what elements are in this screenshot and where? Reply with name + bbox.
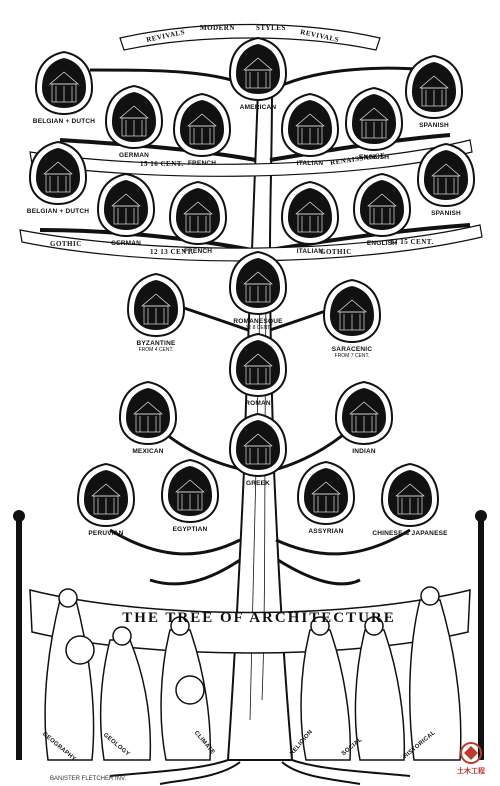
leaf-medallion-icon	[118, 380, 178, 446]
belgian-dutch-modern-leaf-label: BELGIAN + DUTCH	[32, 118, 96, 125]
italian-renaissance-leaf-label: ITALIAN	[296, 160, 324, 167]
german-gothic-leaf: GERMAN	[96, 172, 156, 247]
english-renaissance-leaf-label: ENGLISH	[358, 154, 390, 161]
spanish-gothic-leaf-label: SPANISH	[431, 210, 461, 217]
leaf-medallion-icon	[228, 332, 288, 398]
leaf-medallion-icon	[126, 272, 186, 338]
english-gothic-leaf-label: ENGLISH	[366, 240, 398, 247]
chinese-japanese-leaf-label: CHINESE & JAPANESE	[372, 530, 448, 537]
leaf-medallion-icon	[28, 140, 88, 206]
renaissance-ribbon-cent: 15 16 CENT.	[140, 160, 184, 168]
leaf-medallion-icon	[228, 250, 288, 316]
leaf-medallion-icon	[168, 180, 228, 246]
leaf-medallion-icon	[416, 142, 476, 208]
watermark-logo: 土木工程	[448, 740, 494, 780]
greek-leaf-label: GREEK	[245, 480, 271, 487]
leaf-medallion-icon	[228, 412, 288, 478]
german-gothic-leaf-label: GERMAN	[110, 240, 142, 247]
banner-styles: STYLES	[256, 24, 286, 32]
belgian-dutch-gothic-leaf-label: BELGIAN + DUTCH	[26, 208, 90, 215]
banner-modern: MODERN	[200, 24, 235, 32]
leaf-medallion-icon	[404, 54, 464, 120]
leaf-medallion-icon	[160, 458, 220, 524]
mexican-leaf-label: MEXICAN	[132, 448, 164, 455]
egyptian-leaf: EGYPTIAN	[160, 458, 220, 533]
watermark-text: 土木工程	[457, 767, 485, 775]
gothic-ribbon-left: GOTHIC	[50, 240, 82, 248]
italian-gothic-leaf: ITALIAN	[280, 180, 340, 255]
indian-leaf: INDIAN	[334, 380, 394, 455]
leaf-medallion-icon	[228, 36, 288, 102]
romanesque-leaf-label: ROMANESQUE	[233, 318, 283, 325]
gothic-ribbon-right: GOTHIC	[320, 248, 352, 256]
romanesque-leaf-century-label: 12 8 CENT	[245, 325, 271, 331]
italian-renaissance-leaf: ITALIAN	[280, 92, 340, 167]
chinese-japanese-leaf: CHINESE & JAPANESE	[372, 462, 447, 537]
gothic-ribbon-left-cent: 12 13 CENT.	[150, 248, 194, 256]
mexican-leaf: MEXICAN	[118, 380, 178, 455]
english-renaissance-leaf: ENGLISH	[344, 86, 404, 161]
belgian-dutch-modern-leaf: BELGIAN + DUTCH	[33, 50, 95, 125]
roman-leaf: ROMAN	[228, 332, 288, 407]
english-gothic-leaf: ENGLISH	[352, 172, 412, 247]
belgian-dutch-gothic-leaf: BELGIAN + DUTCH	[27, 140, 89, 215]
leaf-medallion-icon	[352, 172, 412, 238]
leaf-medallion-icon	[172, 92, 232, 158]
french-gothic-leaf-label: FRENCH	[183, 248, 213, 255]
german-renaissance-leaf-label: GERMAN	[118, 152, 150, 159]
leaf-medallion-icon	[380, 462, 440, 528]
peruvian-leaf: PERUVIAN	[76, 462, 136, 537]
assyrian-leaf: ASSYRIAN	[296, 460, 356, 535]
byzantine-leaf-century-label: FROM 4 CENT.	[138, 347, 174, 353]
title-banner: THE TREE OF ARCHITECTURE	[122, 610, 396, 626]
leaf-medallion-icon	[96, 172, 156, 238]
assyrian-leaf-label: ASSYRIAN	[308, 528, 344, 535]
saracenic-leaf-label: SARACENIC	[331, 346, 373, 353]
egyptian-leaf-label: EGYPTIAN	[172, 526, 208, 533]
indian-leaf-label: INDIAN	[352, 448, 376, 455]
watermark-emblem-icon	[460, 742, 482, 764]
german-renaissance-leaf: GERMAN	[104, 84, 164, 159]
leaf-medallion-icon	[334, 380, 394, 446]
gothic-ribbon-right-cent: 13 15 CENT.	[390, 238, 434, 246]
byzantine-leaf-label: BYZANTINE	[136, 340, 176, 347]
leaf-medallion-icon	[280, 180, 340, 246]
artist-credit: BANISTER FLETCHER INV.	[50, 776, 127, 782]
greek-leaf: GREEK	[228, 412, 288, 487]
peruvian-leaf-label: PERUVIAN	[88, 530, 124, 537]
leaf-medallion-icon	[344, 86, 404, 152]
roman-leaf-label: ROMAN	[245, 400, 271, 407]
spanish-modern-leaf-label: SPANISH	[419, 122, 449, 129]
leaf-medallion-icon	[296, 460, 356, 526]
french-renaissance-leaf: FRENCH	[172, 92, 232, 167]
leaf-medallion-icon	[280, 92, 340, 158]
american-leaf-label: AMERICAN	[239, 104, 277, 111]
american-leaf: AMERICAN	[228, 36, 288, 111]
italian-gothic-leaf-label: ITALIAN	[296, 248, 324, 255]
spanish-gothic-leaf: SPANISH	[416, 142, 476, 217]
leaf-medallion-icon	[322, 278, 382, 344]
french-renaissance-leaf-label: FRENCH	[187, 160, 217, 167]
leaf-medallion-icon	[34, 50, 94, 116]
french-gothic-leaf: FRENCH	[168, 180, 228, 255]
saracenic-leaf-century-label: FROM 7 CENT.	[334, 353, 370, 359]
spanish-modern-leaf: SPANISH	[404, 54, 464, 129]
leaf-medallion-icon	[104, 84, 164, 150]
leaf-medallion-icon	[76, 462, 136, 528]
